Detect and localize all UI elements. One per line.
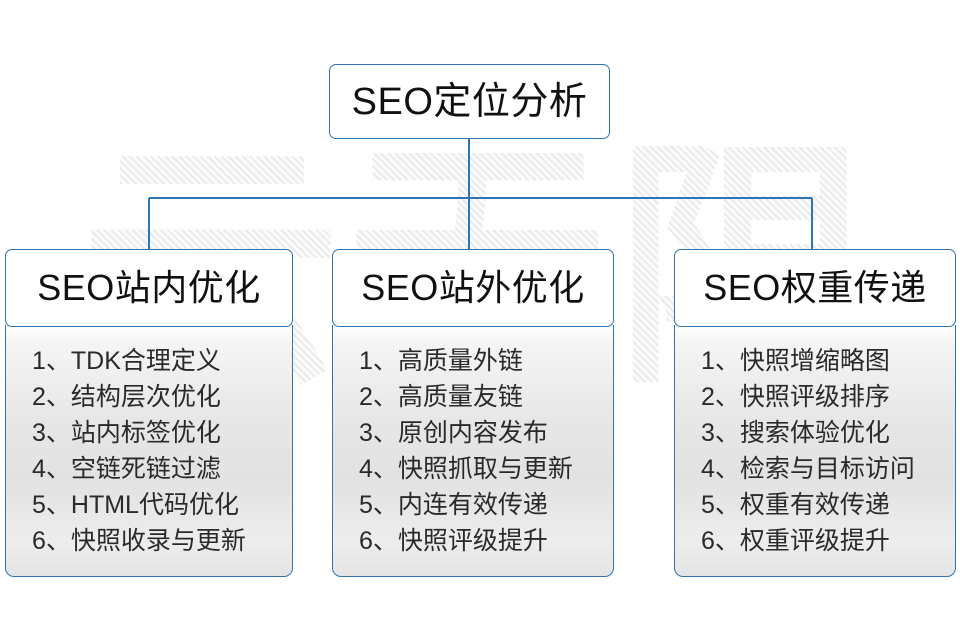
list-item: 5、HTML代码优化 [32,491,239,519]
list-item: 4、快照抓取与更新 [359,455,573,483]
list-item: 5、内连有效传递 [359,491,548,519]
column-list-3: 1、快照增缩略图 2、快照评级排序 3、搜索体验优化 4、检索与目标访问 5、权… [675,343,955,559]
column-seo-weight-transfer: SEO权重传递 1、快照增缩略图 2、快照评级排序 3、搜索体验优化 4、检索与… [674,249,956,577]
column-body-3: 1、快照增缩略图 2、快照评级排序 3、搜索体验优化 4、检索与目标访问 5、权… [674,325,956,577]
column-header-label-2: SEO站外优化 [361,267,585,308]
list-item: 6、快照评级提升 [359,527,548,555]
list-item: 6、权重评级提升 [701,527,890,555]
list-item: 1、高质量外链 [359,347,523,375]
list-item: 6、快照收录与更新 [32,527,246,555]
list-item: 2、快照评级排序 [701,383,890,411]
list-item: 4、检索与目标访问 [701,455,915,483]
root-node[interactable]: SEO定位分析 [329,64,610,139]
column-header-1[interactable]: SEO站内优化 [5,249,293,327]
column-header-3[interactable]: SEO权重传递 [674,249,956,327]
list-item: 3、原创内容发布 [359,419,548,447]
column-list-1: 1、TDK合理定义 2、结构层次优化 3、站内标签优化 4、空链死链过滤 5、H… [6,343,292,559]
list-item: 2、结构层次优化 [32,383,221,411]
list-item: 1、TDK合理定义 [32,347,221,375]
column-list-2: 1、高质量外链 2、高质量友链 3、原创内容发布 4、快照抓取与更新 5、内连有… [333,343,613,559]
root-node-label: SEO定位分析 [351,80,588,123]
list-item: 3、搜索体验优化 [701,419,890,447]
list-item: 5、权重有效传递 [701,491,890,519]
column-seo-onsite: SEO站内优化 1、TDK合理定义 2、结构层次优化 3、站内标签优化 4、空链… [5,249,293,577]
column-header-2[interactable]: SEO站外优化 [332,249,614,327]
column-header-label-1: SEO站内优化 [37,267,261,308]
column-header-label-3: SEO权重传递 [703,267,927,308]
list-item: 4、空链死链过滤 [32,455,221,483]
list-item: 1、快照增缩略图 [701,347,890,375]
list-item: 3、站内标签优化 [32,419,221,447]
column-body-1: 1、TDK合理定义 2、结构层次优化 3、站内标签优化 4、空链死链过滤 5、H… [5,325,293,577]
column-body-2: 1、高质量外链 2、高质量友链 3、原创内容发布 4、快照抓取与更新 5、内连有… [332,325,614,577]
column-seo-offsite: SEO站外优化 1、高质量外链 2、高质量友链 3、原创内容发布 4、快照抓取与… [332,249,614,577]
list-item: 2、高质量友链 [359,383,523,411]
